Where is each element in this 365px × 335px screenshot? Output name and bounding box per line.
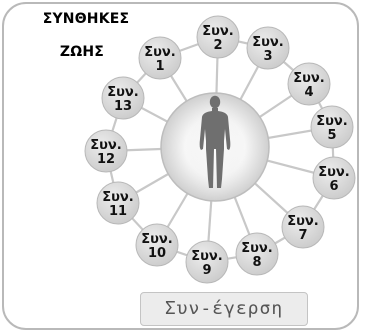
- condition-node-4[interactable]: Συν.4: [287, 62, 331, 106]
- node-label: Συν.: [141, 232, 172, 247]
- node-number: 11: [109, 204, 127, 219]
- node-circle: [101, 76, 145, 120]
- node-label: Συν.: [90, 138, 121, 153]
- node-number: 5: [327, 128, 336, 143]
- node-circle: [196, 15, 240, 59]
- node-number: 3: [263, 49, 272, 64]
- node-label: Συν.: [191, 249, 222, 264]
- node-circle: [246, 26, 290, 70]
- node-circle: [135, 223, 179, 267]
- condition-node-5[interactable]: Συν.5: [310, 105, 354, 149]
- node-label: Συν.: [241, 241, 272, 256]
- node-number: 10: [148, 246, 166, 261]
- node-circle: [312, 156, 356, 200]
- condition-node-11[interactable]: Συν.11: [96, 181, 140, 225]
- node-number: 9: [202, 263, 211, 278]
- node-label: Συν.: [318, 165, 349, 180]
- node-label: Συν.: [102, 190, 133, 205]
- node-circle: [310, 105, 354, 149]
- title-line-1: ΣΥΝΘΗΚΕΣ: [42, 11, 130, 27]
- node-label: Συν.: [107, 85, 138, 100]
- node-number: 12: [97, 152, 115, 167]
- condition-node-6[interactable]: Συν.6: [312, 156, 356, 200]
- condition-node-13[interactable]: Συν.13: [101, 76, 145, 120]
- node-label: Συν.: [293, 71, 324, 86]
- node-number: 7: [298, 228, 307, 243]
- node-number: 4: [304, 85, 313, 100]
- node-circle: [84, 129, 128, 173]
- condition-node-7[interactable]: Συν.7: [281, 205, 325, 249]
- node-circle: [185, 240, 229, 284]
- condition-node-1[interactable]: Συν.1: [138, 36, 182, 80]
- node-number: 1: [155, 59, 164, 74]
- node-circle: [287, 62, 331, 106]
- condition-node-12[interactable]: Συν.12: [84, 129, 128, 173]
- node-label: Συν.: [287, 214, 318, 229]
- human-body-icon: [199, 95, 231, 188]
- node-label: Συν.: [144, 45, 175, 60]
- condition-node-10[interactable]: Συν.10: [135, 223, 179, 267]
- node-circle: [138, 36, 182, 80]
- center-figure: [160, 92, 270, 202]
- condition-node-8[interactable]: Συν.8: [235, 232, 279, 276]
- node-label: Συν.: [316, 114, 347, 129]
- condition-node-9[interactable]: Συν.9: [185, 240, 229, 284]
- node-label: Συν.: [252, 35, 283, 50]
- node-circle: [96, 181, 140, 225]
- node-circle: [281, 205, 325, 249]
- node-circle: [235, 232, 279, 276]
- condition-node-3[interactable]: Συν.3: [246, 26, 290, 70]
- node-number: 2: [213, 38, 222, 53]
- synegersi-button[interactable]: Συν-έγερση: [140, 292, 308, 326]
- title-line-2: ΖΩΗΣ: [59, 44, 105, 60]
- node-number: 8: [252, 255, 261, 270]
- condition-node-2[interactable]: Συν.2: [196, 15, 240, 59]
- node-label: Συν.: [202, 24, 233, 39]
- node-number: 6: [329, 179, 338, 194]
- node-number: 13: [114, 99, 132, 114]
